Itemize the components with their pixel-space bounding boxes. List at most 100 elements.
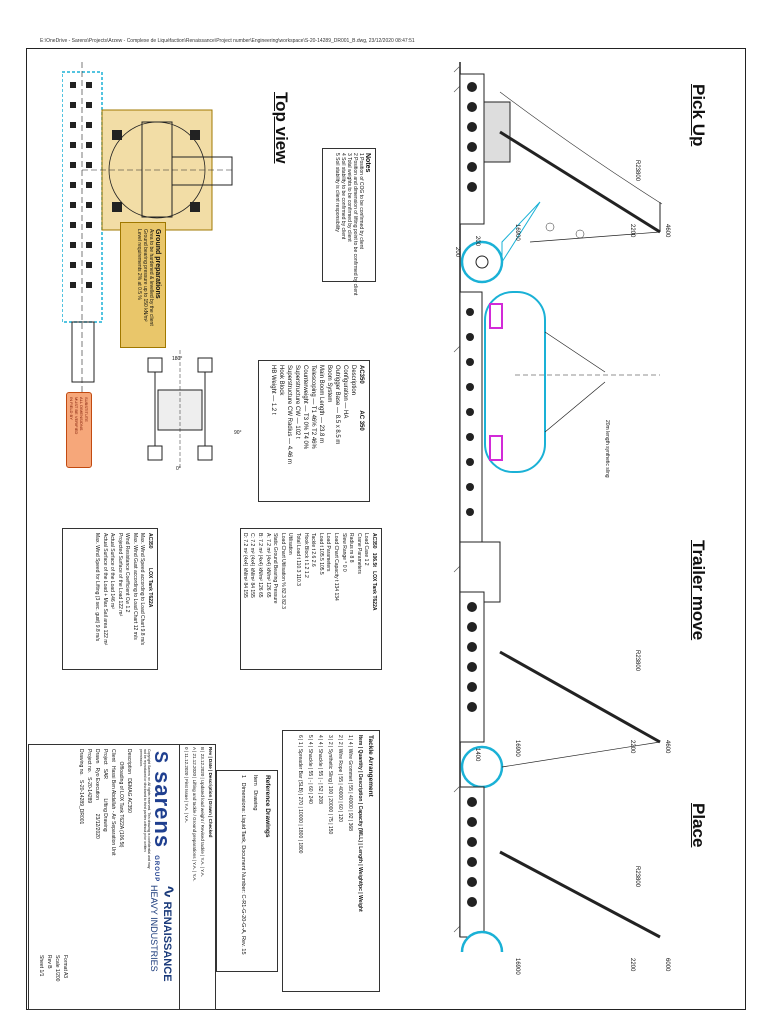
load-b: 110.3 xyxy=(295,573,302,586)
note-4: 4 Soil stability to be confirmed by clie… xyxy=(340,153,346,295)
spec-row: HB Weight — 1.2 t xyxy=(270,365,276,415)
load-unit: t xyxy=(333,579,340,582)
load-key: B: 7.2 m² (4x4) xyxy=(257,533,264,567)
load-key: Static Ground Bearing Pressure xyxy=(272,533,279,604)
note-text: Soil stability is client responsibility xyxy=(334,157,340,232)
load-unit: t xyxy=(295,557,302,559)
load-unit: m xyxy=(348,549,355,555)
td: 240 xyxy=(307,795,313,804)
ground-hatch xyxy=(453,65,461,933)
revision-strip: Rev | Date | Description | Drawn | Check… xyxy=(179,745,216,1009)
tackle-row: 4 | 4 | Shackle | 55 | - | 52 | 208 xyxy=(317,735,323,804)
spec-val: HA xyxy=(342,410,348,419)
elevation-drawings: 8000 10300 8000 8000 8000 xyxy=(453,62,663,952)
dim-a2: 16900 xyxy=(514,740,520,757)
td: B xyxy=(200,747,205,751)
td: 4 xyxy=(317,735,323,738)
wind-table: AC350 LOX Tank T622A Max. Wind Speed acc… xyxy=(62,528,158,670)
dim-e1: 200 xyxy=(454,247,460,258)
spec-row: Description xyxy=(349,365,357,464)
title-top-view: Top view xyxy=(272,92,291,164)
load-a: 126 xyxy=(264,582,271,591)
spec-row: Configuration — HA xyxy=(342,365,348,419)
disclaimer: Copyright Sarens nv. All rights reserved… xyxy=(139,749,151,869)
load-a: 82.3 xyxy=(279,588,286,598)
load-key: A: 7.2 m² (4x4) xyxy=(264,533,271,567)
td: Y.A. xyxy=(184,803,189,812)
load-unit: ° xyxy=(340,561,347,564)
spec-key: Main Boom Length xyxy=(318,365,324,416)
spec-row: Main Boom Length — 23.8 m xyxy=(318,365,324,444)
td: 270 xyxy=(297,796,303,806)
load-row: Load Chart Capacity t 134 134 xyxy=(331,533,339,610)
wind-key: Max. Wind Gust according to Load Chart xyxy=(132,533,138,624)
rev-header: Rev | Date | Description | Drawn | Check… xyxy=(208,747,213,838)
dim-r2: R23800 xyxy=(634,650,640,672)
spec-val: 1.2 t xyxy=(270,402,276,415)
load-unit: kN/m² xyxy=(241,567,248,582)
spec-key: Superstructure CW xyxy=(294,365,300,417)
load-row: Load Case 1 2 xyxy=(362,533,369,610)
spec-val: T1 46% T2 46% xyxy=(310,405,316,449)
th: Length xyxy=(357,846,363,863)
drawing-sheet xyxy=(26,48,746,1010)
td: Shackle xyxy=(307,748,313,767)
load-unit: kN/m² xyxy=(257,567,264,581)
dim-c2: 4600 xyxy=(664,740,670,754)
spec-val: 102 t xyxy=(294,425,300,439)
load-a: 8 xyxy=(348,555,355,559)
field-value: 1/1 xyxy=(38,969,44,977)
th: Description xyxy=(208,772,213,798)
load-head-mid: 106.5t xyxy=(371,552,377,567)
load-b: 82.3 xyxy=(279,599,286,609)
dim-c1: 4600 xyxy=(664,224,670,238)
field-value: DEMAG AC350 xyxy=(126,778,132,813)
note-5: 5 Soil stability is client responsibilit… xyxy=(334,153,340,295)
td: Y.A. xyxy=(192,873,197,882)
sub-line: ALL DIMENSIONS xyxy=(79,397,84,431)
td: Wire Rope xyxy=(337,748,343,773)
load-b: 105.5 xyxy=(317,562,324,575)
field-label: Project xyxy=(102,749,108,765)
td: 55 xyxy=(317,770,323,777)
td: 120 xyxy=(337,813,343,823)
wind-row: Max. Wind Speed according to Load Chart … xyxy=(138,533,146,645)
title-trailer-move: Trailer move xyxy=(689,540,708,641)
reference-table: Reference Drawings Item Drawing 1 Dimens… xyxy=(216,770,278,972)
td: Updated load weight / Revised tackle xyxy=(200,779,205,854)
note-text: Position of COG to be confirmed by clien… xyxy=(358,157,364,249)
wind-key: Max. Wind Speed according to Load Chart xyxy=(139,533,146,628)
field-value: 23/12/2020 xyxy=(94,813,100,839)
outrigger-layout xyxy=(147,350,213,470)
td: 4 xyxy=(347,741,353,745)
load-key: Slew Range xyxy=(340,533,347,560)
th: Checked xyxy=(208,818,213,838)
load-key: Load xyxy=(317,533,324,545)
td: First Issue xyxy=(184,779,189,800)
note-num: 2 xyxy=(352,153,358,156)
dim-r3: R23800 xyxy=(634,866,640,888)
dim-d1: 200 xyxy=(474,236,480,247)
tackle-title: Tackle Arrangement xyxy=(367,735,374,797)
td: 2 xyxy=(327,741,333,745)
field-label: Client xyxy=(110,749,116,762)
td: 4 xyxy=(307,741,313,745)
note-text: Soil stability to be confirmed by client xyxy=(340,157,346,240)
field-value: Hassi Ben Abdallah - Air Separation Unit xyxy=(110,765,116,856)
title-pick-up: Pick Up xyxy=(689,84,708,147)
th: Drawing xyxy=(252,790,258,811)
spec-key: Telescoping xyxy=(310,365,316,397)
company-sub: GROUP xyxy=(153,855,159,883)
tackle-header: Item | Quantity | Description | Capacity… xyxy=(357,735,363,912)
ground-preparations-box: Ground preparations Area to be hardened … xyxy=(120,222,166,348)
load-unit: kN/m² xyxy=(249,567,256,582)
load-head-left: AC350 xyxy=(371,533,377,549)
tackle-table: Tackle Arrangement Item | Quantity | Des… xyxy=(282,730,380,992)
dim-a1: 16900 xyxy=(514,224,520,241)
wind-row: Max. Wind Gust according to Load Chart 1… xyxy=(131,533,138,645)
load-b: 0 xyxy=(340,568,347,572)
spec-key: Superstructure CW Radius xyxy=(286,365,292,437)
td: Spreader Bar (SLB) xyxy=(297,748,303,793)
load-key: Load Chart Capacity xyxy=(333,533,340,579)
field-label: Format xyxy=(62,955,68,971)
